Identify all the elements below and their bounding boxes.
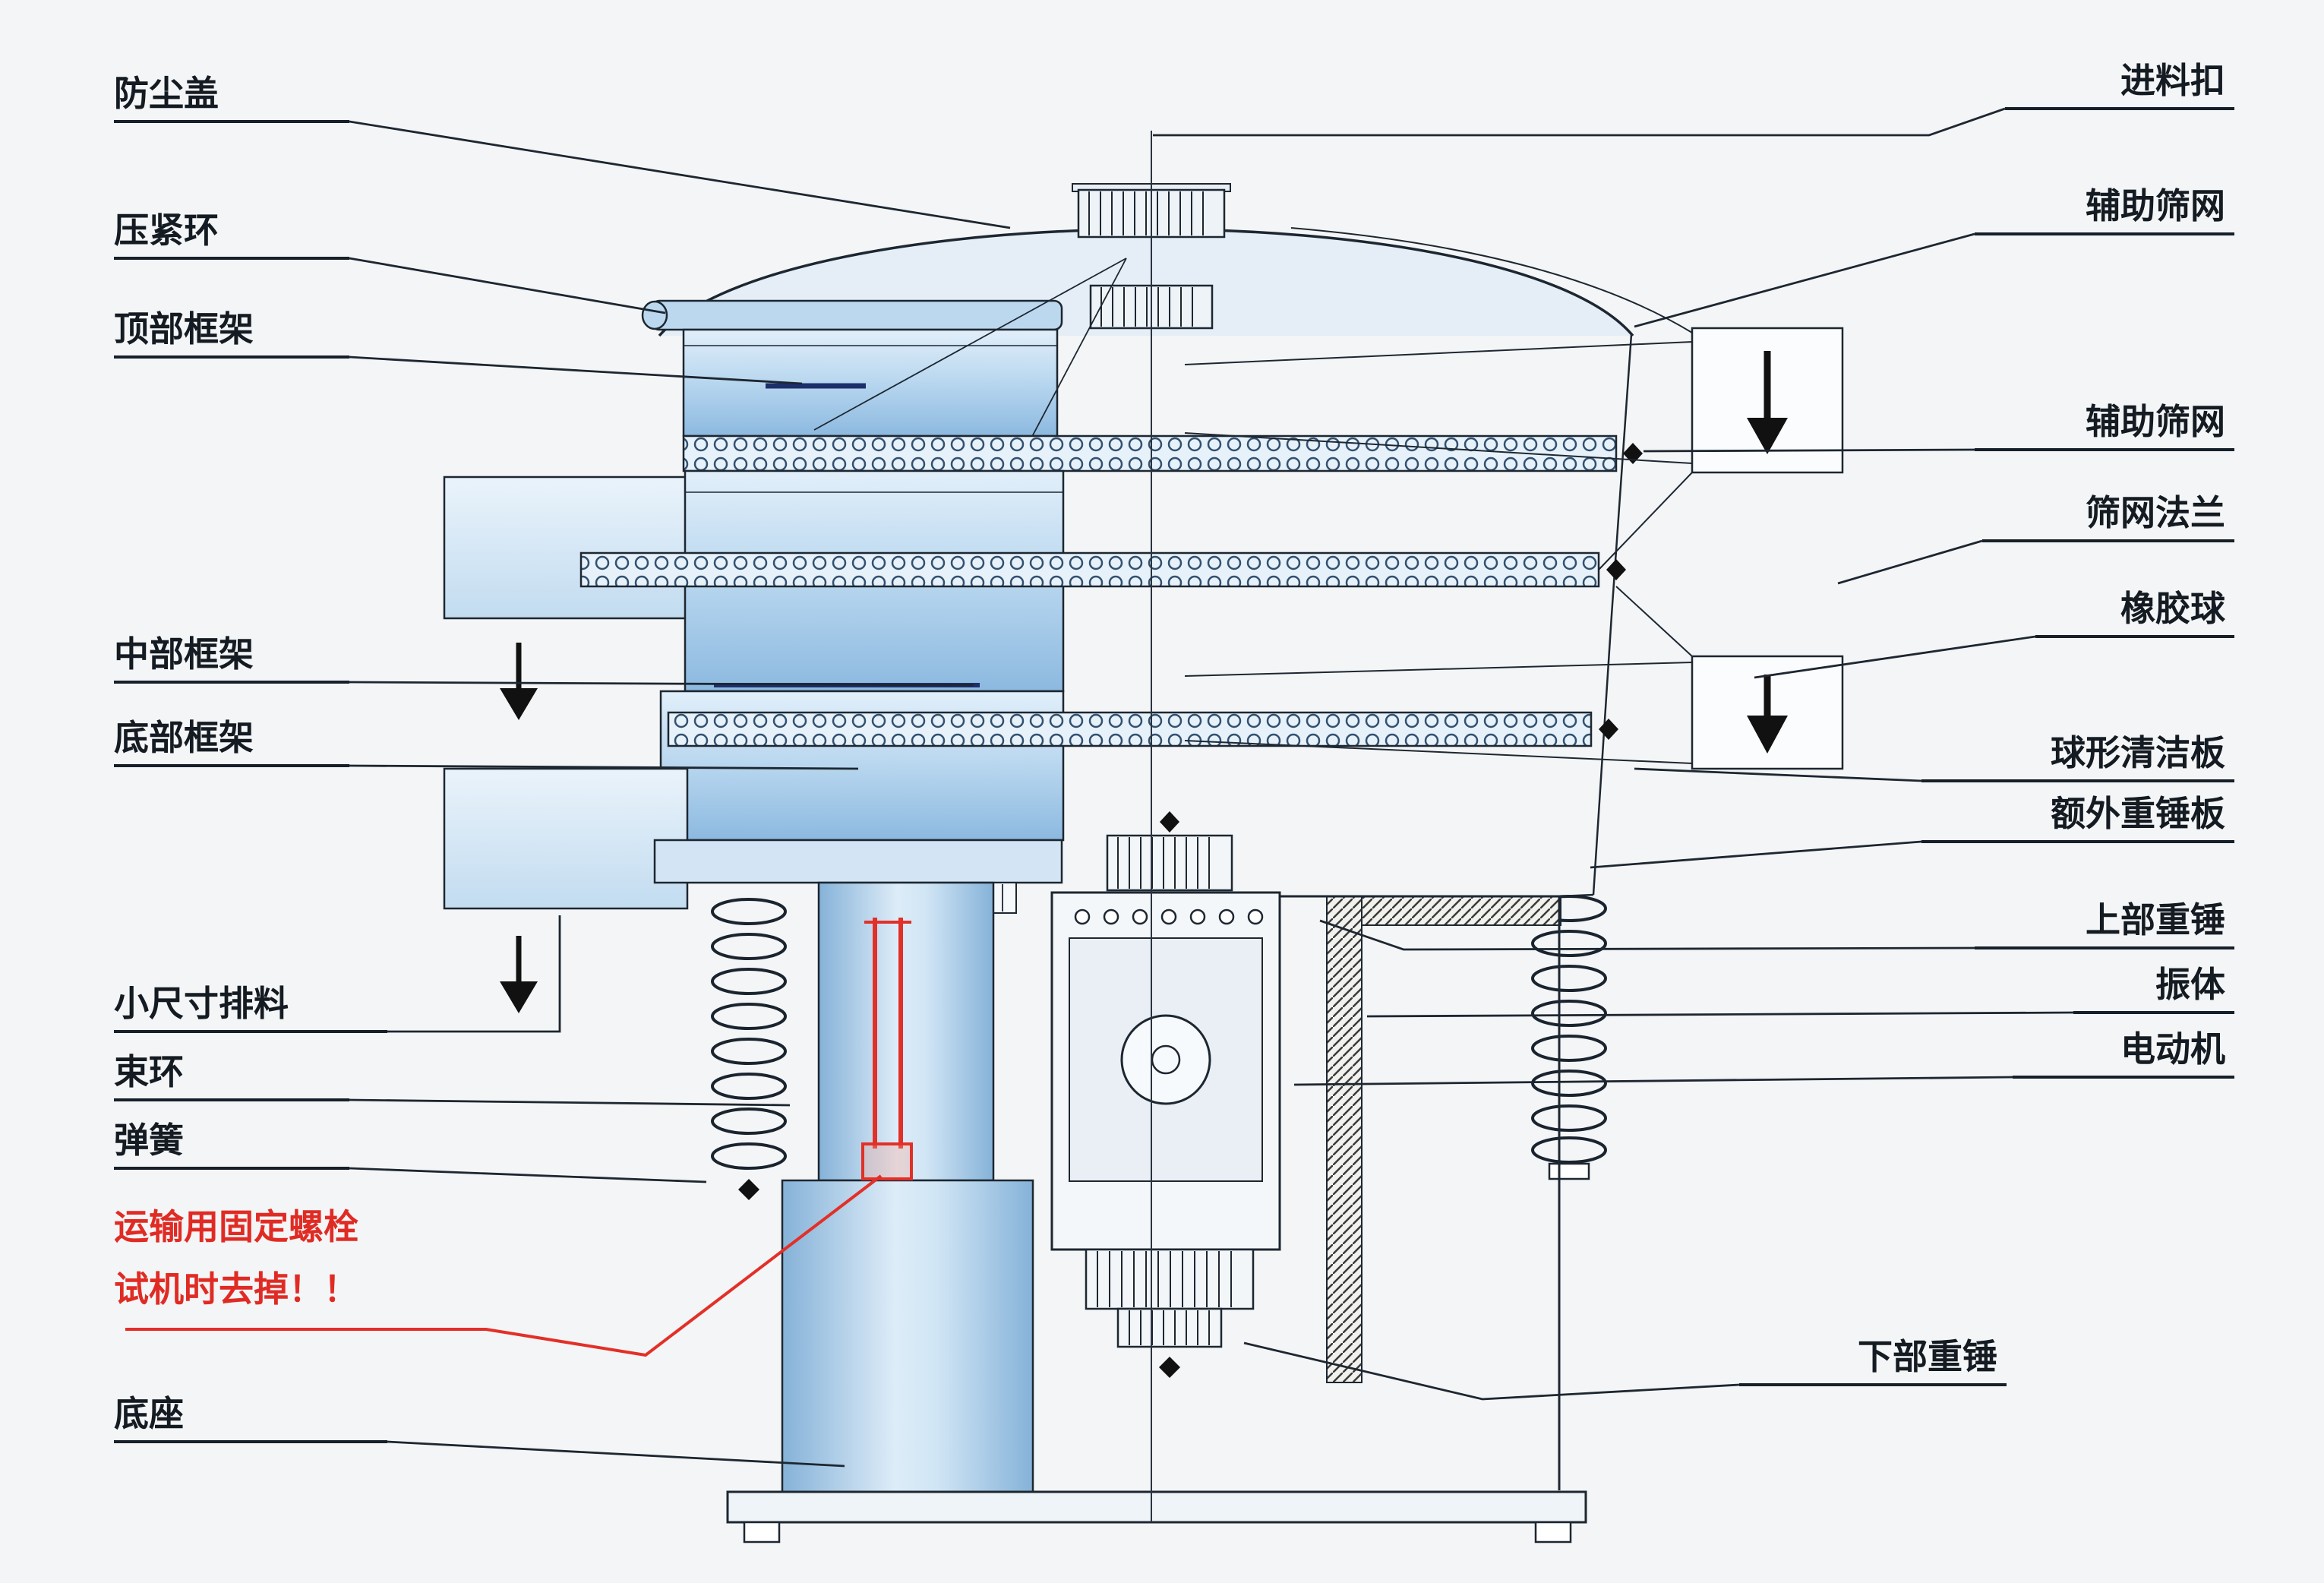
outlet-box-top xyxy=(1691,327,1844,474)
label-screen-flange: 筛网法兰 xyxy=(1982,492,2234,542)
screen-deck-1 xyxy=(682,434,1643,472)
label-clamp-band: 束环 xyxy=(114,1051,349,1101)
label-extra-weight-plate: 额外重锤板 xyxy=(1921,793,2234,843)
down-arrow-icon xyxy=(1747,351,1788,454)
base-column xyxy=(781,881,1034,1493)
label-top-frame: 顶部框架 xyxy=(114,308,349,359)
spring-left xyxy=(711,898,787,1200)
label-spring: 弹簧 xyxy=(114,1120,349,1170)
auxiliary-screen-cones xyxy=(1184,341,1693,764)
label-press-ring: 压紧环 xyxy=(114,210,349,260)
base-plate xyxy=(726,1490,1587,1544)
spring-right xyxy=(1531,895,1607,1180)
top-frame xyxy=(682,328,1059,438)
warning-leader-line xyxy=(125,1174,883,1357)
transport-bolts xyxy=(861,918,913,1180)
label-small-discharge: 小尺寸排料 xyxy=(114,983,387,1033)
label-dust-cover: 防尘盖 xyxy=(114,73,349,123)
label-aux-screen-top: 辅助筛网 xyxy=(1975,185,2234,235)
label-feed-inlet: 进料扣 xyxy=(2005,60,2234,110)
label-base: 底座 xyxy=(114,1393,387,1443)
discharge-arrow-upper xyxy=(500,643,538,720)
warning-line-2: 试机时去掉！！ xyxy=(114,1269,358,1310)
screen-deck-2 xyxy=(579,551,1626,588)
label-rubber-ball: 橡胶球 xyxy=(2035,588,2234,638)
label-bottom-frame: 底部框架 xyxy=(114,717,349,767)
warning-line-1: 运输用固定螺栓 xyxy=(114,1206,358,1247)
press-ring xyxy=(641,299,1063,331)
label-motor: 电动机 xyxy=(2013,1028,2234,1079)
label-transport-bolt-warning: 运输用固定螺栓 试机时去掉！！ xyxy=(114,1196,358,1320)
discharge-arrow-lower xyxy=(500,936,538,1013)
vibrating-body-section xyxy=(1280,893,1594,1490)
label-ball-cleaning-plate: 球形清洁板 xyxy=(1921,732,2234,782)
label-middle-frame: 中部框架 xyxy=(114,634,349,684)
down-arrow-icon xyxy=(1747,675,1788,754)
label-aux-screen-mid: 辅助筛网 xyxy=(1975,401,2234,451)
label-upper-weight: 上部重锤 xyxy=(1975,899,2234,949)
label-vibrating-body: 振体 xyxy=(2073,964,2234,1014)
leader-lines xyxy=(349,107,2074,1468)
label-lower-weight: 下部重锤 xyxy=(1739,1336,2007,1386)
screen-deck-3 xyxy=(667,711,1618,747)
outlet-box-bottom xyxy=(1691,655,1844,770)
motor-assembly xyxy=(1050,811,1281,1378)
